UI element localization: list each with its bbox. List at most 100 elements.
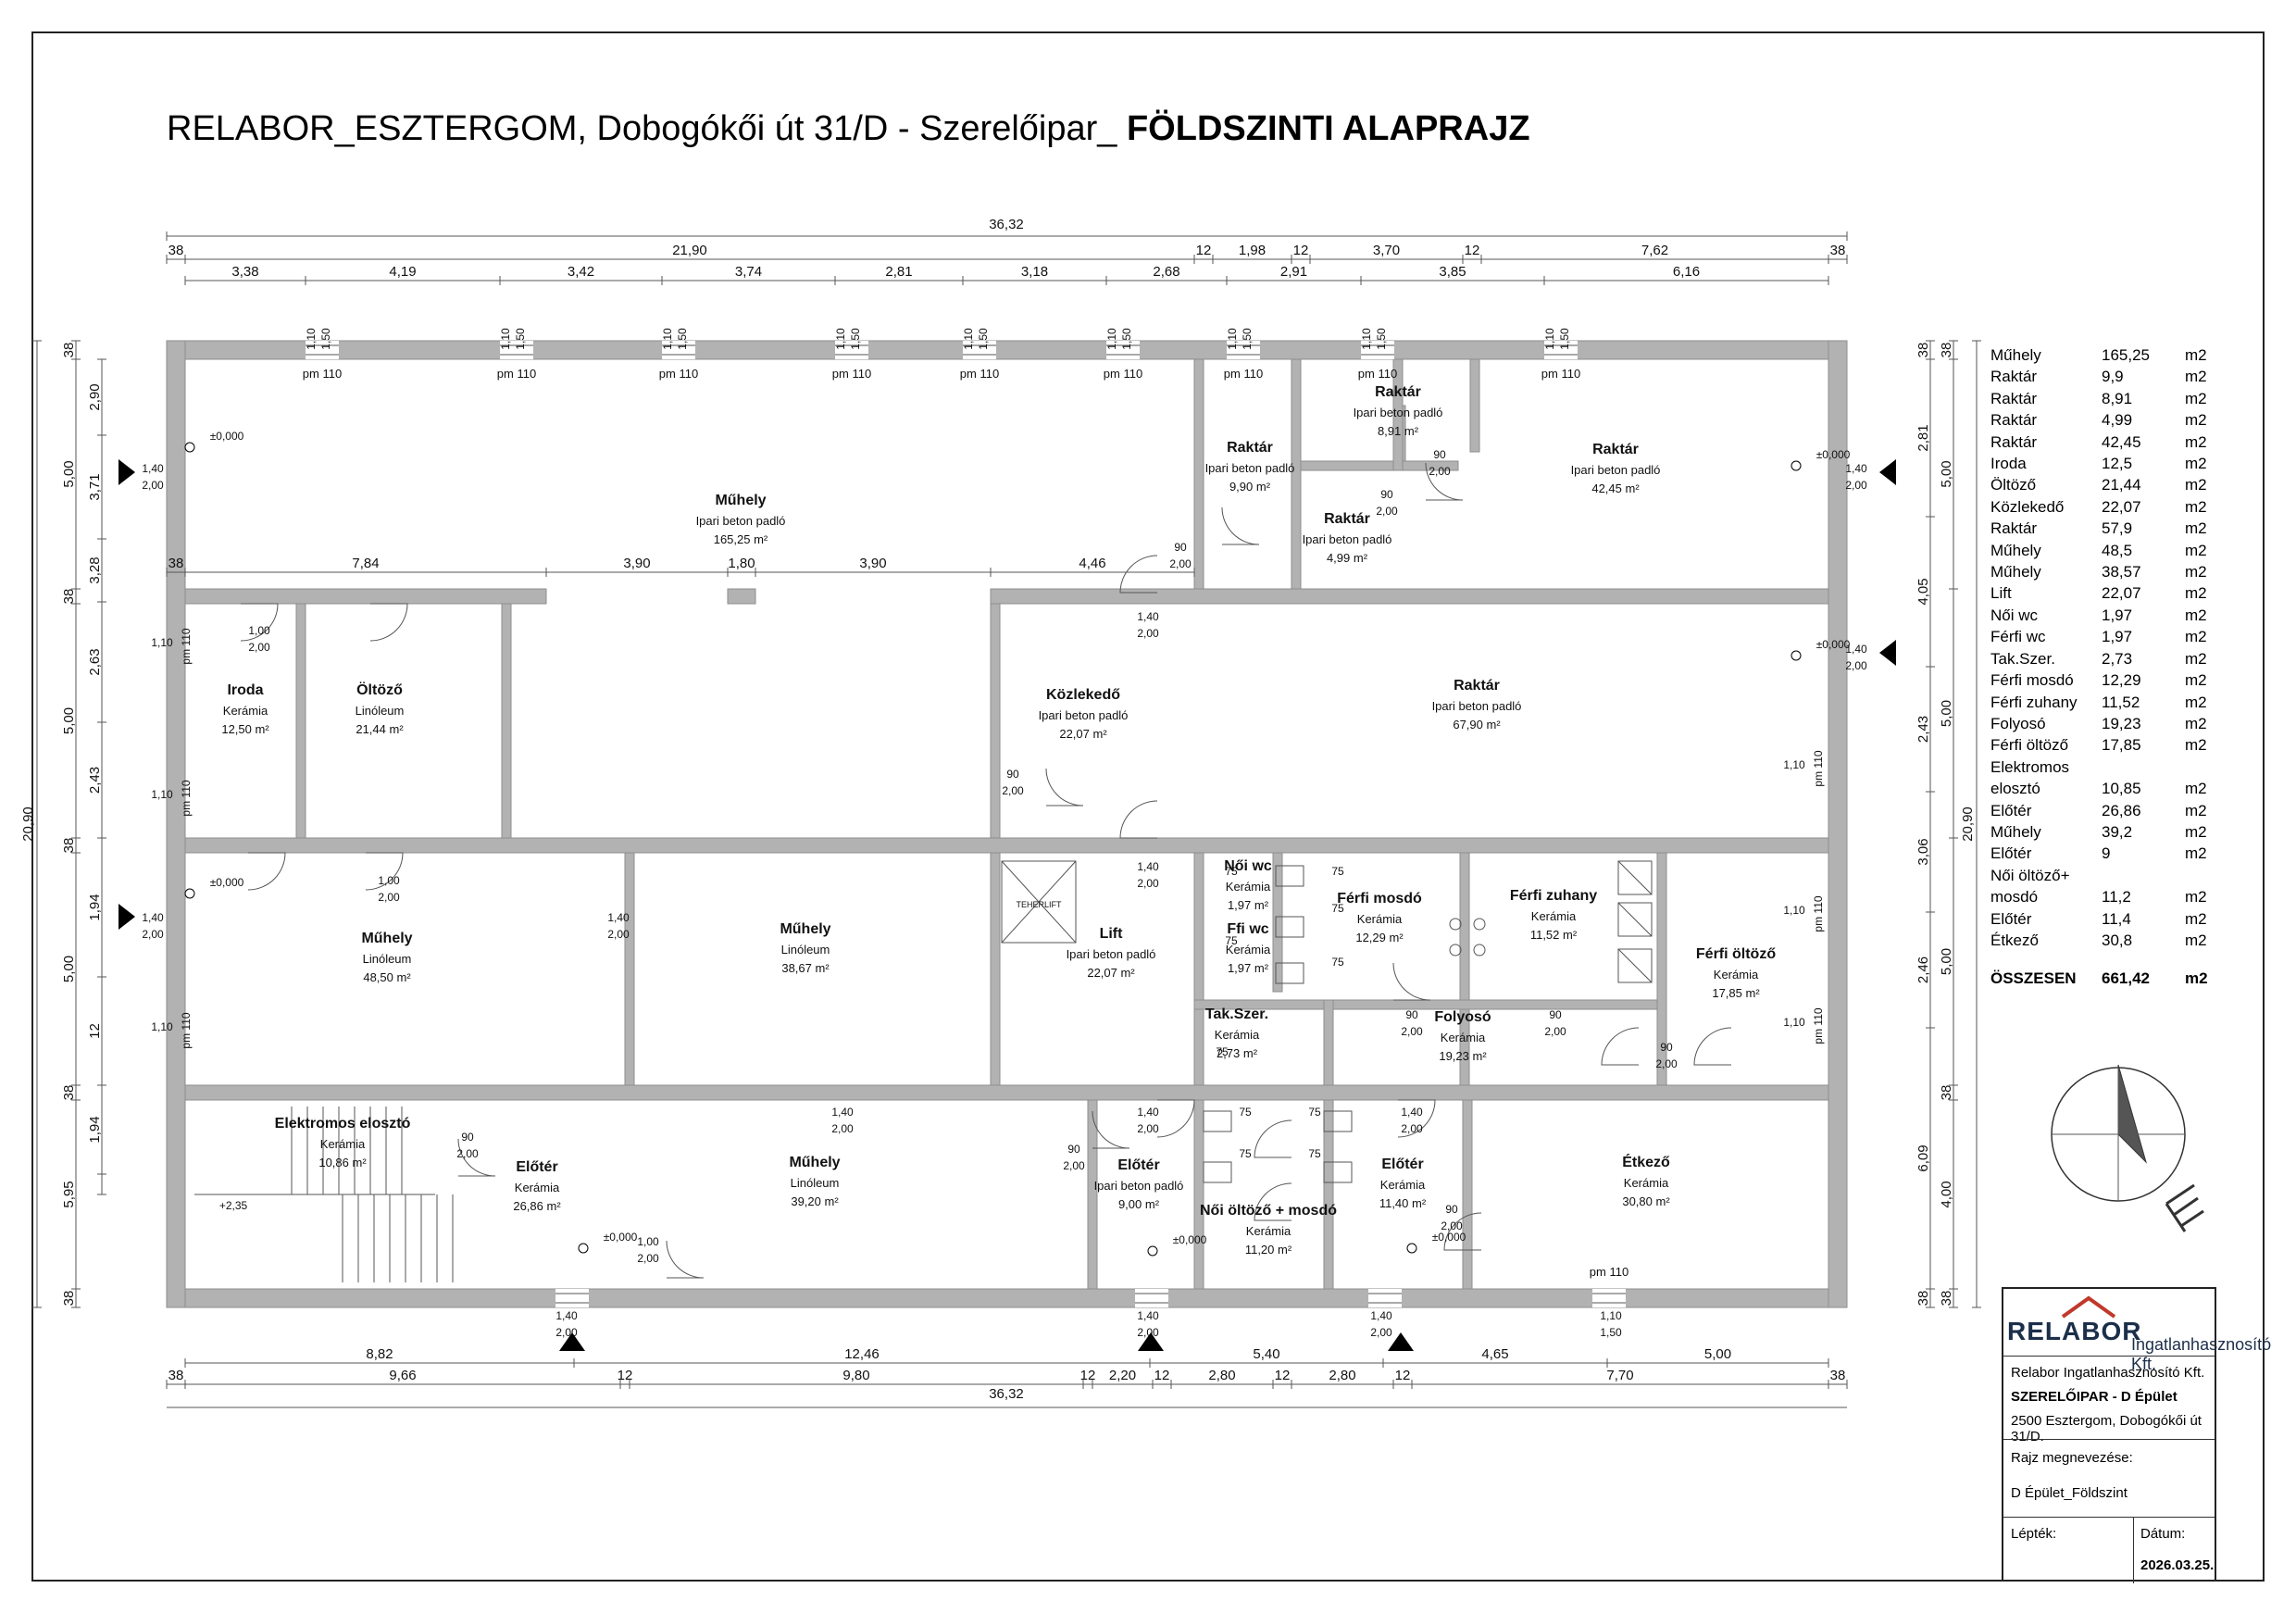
window-sill: pm 110 [1224, 367, 1263, 381]
area-cell-v: 42,45 [2102, 432, 2141, 451]
area-cell-u: m2 [2185, 780, 2207, 798]
area-cell-n: Műhely [1990, 541, 2041, 559]
window-width: 1,10 [1543, 328, 1556, 350]
area-row: Női öltöző+ [1990, 865, 2213, 886]
dim-total-top: 36,32 [989, 217, 1024, 232]
window-sill: pm 110 [1812, 895, 1825, 932]
dim-top-2-label: 4,19 [389, 264, 416, 280]
area-cell-v: 9 [2102, 844, 2111, 863]
door-symbol [1392, 962, 1431, 1001]
window-sill: pm 110 [303, 367, 342, 381]
area-cell-v: 22,07 [2102, 497, 2141, 516]
area-cell-u: m2 [2185, 346, 2207, 364]
window-width: 1,10 [1783, 1016, 1805, 1029]
area-cell-u: m2 [2185, 628, 2207, 646]
room-area: 22,07 m² [1059, 727, 1107, 741]
entrance-arrow-icon [559, 1332, 585, 1351]
area-row: Elektromos [1990, 756, 2213, 778]
door-dim: 2,00 [1370, 1326, 1392, 1339]
room-name: Raktár [1375, 384, 1421, 400]
dim-bottom-2-label: 38 [168, 1368, 184, 1383]
window-sill: pm 110 [1541, 367, 1580, 381]
door-dim: 1,40 [1137, 1106, 1159, 1119]
shower-icon [1617, 860, 1653, 895]
area-cell-n: Közlekedő [1990, 497, 2065, 516]
inner-wall [1459, 852, 1470, 1086]
room-floor: Kerámia [1226, 880, 1271, 894]
shower-icon [1617, 948, 1653, 983]
dim-top-2-label: 3,38 [231, 264, 258, 280]
area-cell-n: elosztó [1990, 780, 2040, 798]
room-area: 1,97 m² [1228, 898, 1269, 912]
dim-inner-label: 4,46 [1079, 556, 1105, 571]
level-mark-icon [1147, 1245, 1158, 1257]
door-dim: 75 [1331, 865, 1344, 878]
dim-left-total-label: 20,90 [20, 806, 36, 842]
dim-right-outer-label: 3,06 [1915, 838, 1931, 865]
room-area: 12,29 m² [1355, 931, 1404, 944]
door-dim: 1,40 [831, 1106, 854, 1119]
room-name: Férfi zuhany [1510, 888, 1597, 904]
dim-bottom-1-label: 12,46 [844, 1346, 880, 1362]
area-cell-n: Műhely [1990, 346, 2041, 364]
level-label-stair: +2,35 [219, 1199, 248, 1212]
room-name: Műhely [361, 931, 412, 946]
sink-icon [1473, 944, 1486, 957]
window-height: 1,50 [1558, 328, 1571, 350]
area-cell-u: m2 [2185, 368, 2207, 386]
window-height: 1,50 [849, 328, 862, 350]
area-cell-n: Étkező [1990, 931, 2039, 949]
shower-line [1617, 860, 1653, 895]
area-cell-v: 11,2 [2102, 888, 2131, 907]
window-height: 1,50 [1241, 328, 1254, 350]
door-symbol [1156, 1099, 1195, 1138]
door-dim: 2,00 [1063, 1159, 1085, 1172]
area-cell-n: Férfi mosdó [1990, 671, 2074, 690]
sink-icon [1473, 918, 1486, 931]
room-floor: Ipari beton padló [1571, 463, 1661, 477]
room-area: 9,90 m² [1229, 480, 1271, 494]
inner-wall [1469, 358, 1480, 453]
room-name: Tak.Szer. [1205, 1007, 1268, 1022]
area-cell-u: m2 [2185, 801, 2207, 819]
area-cell-v: 48,5 [2102, 541, 2133, 559]
dim-left-inner-label: 2,63 [87, 648, 103, 675]
lift-box [1001, 860, 1077, 944]
door-dim: 75 [1216, 1045, 1229, 1058]
door-symbol [1221, 506, 1260, 545]
door-dim: 1,00 [248, 624, 270, 637]
area-cell-v [2102, 865, 2185, 886]
drawing-name-label: Rajz megnevezése: [2011, 1450, 2133, 1466]
scale-label: Lépték: [2011, 1526, 2057, 1542]
door-dim: 90 [1174, 541, 1187, 554]
dim-right-inner-label: 5,00 [1939, 460, 1954, 487]
dim-top-2-label: 3,42 [568, 264, 594, 280]
area-cell-v: 12,5 [2102, 455, 2133, 473]
area-cell-n: Raktár [1990, 411, 2038, 430]
shower-line [1617, 948, 1653, 983]
area-cell-u: m2 [2185, 693, 2207, 711]
door-dim: 2,00 [1137, 1326, 1159, 1339]
dim-bottom-2-label: 2,80 [1208, 1368, 1235, 1383]
window-width: 1,10 [1226, 328, 1239, 350]
door-dim: 2,00 [1845, 659, 1867, 672]
window-sill: pm 110 [1358, 367, 1397, 381]
level-mark-icon [184, 888, 195, 899]
area-cell-n: Műhely [1990, 563, 2041, 581]
dim-left-outer-label: 5,00 [61, 460, 77, 487]
door-symbol [1425, 462, 1464, 501]
door-symbol [1045, 768, 1084, 806]
room-name: Férfi öltöző [1696, 946, 1776, 962]
door-dim: 2,00 [142, 928, 164, 941]
sheet-frame [31, 31, 2265, 1582]
dim-right-outer-label: 2,46 [1915, 957, 1931, 983]
area-cell-u: m2 [2185, 432, 2207, 451]
level-label: ±0,000 [210, 430, 244, 443]
dim-bottom-2-label: 9,66 [389, 1368, 416, 1383]
door-dim: 90 [1549, 1008, 1562, 1021]
door-dim: 1,40 [555, 1309, 578, 1322]
